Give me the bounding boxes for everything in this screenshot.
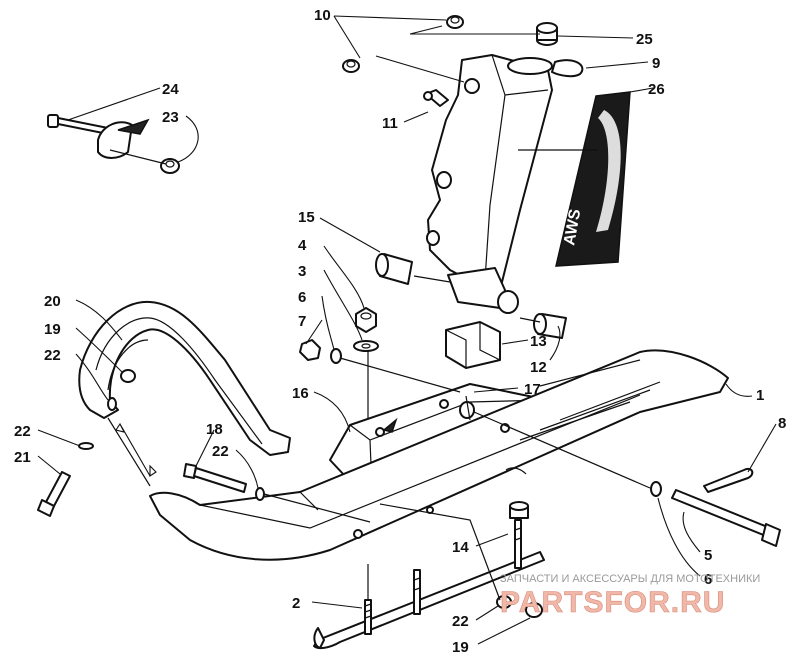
callout-5: 5 [704, 547, 712, 564]
cap-25 [536, 22, 558, 46]
watermark-tagline: ЗАПЧАСТИ И АКСЕССУАРЫ ДЛЯ МОТОТЕХНИКИ [500, 573, 760, 585]
nut-4 [355, 307, 377, 333]
callout-23: 23 [162, 109, 179, 126]
bolt-5 [671, 489, 781, 547]
bushing-12 [533, 313, 567, 339]
callout-7: 7 [298, 313, 306, 330]
callout-2: 2 [292, 595, 300, 612]
callout-22-upper: 22 [44, 347, 61, 364]
nut-14 [509, 501, 529, 519]
callout-13: 13 [530, 333, 547, 350]
callout-10: 10 [314, 7, 331, 24]
grease-fitting-11 [423, 89, 449, 107]
spindle-tube [426, 54, 584, 314]
nut-19-handle [120, 369, 136, 383]
washer-6 [330, 348, 342, 364]
washer-3 [353, 340, 379, 352]
callout-21: 21 [14, 449, 31, 466]
callout-6-upper: 6 [298, 289, 306, 306]
watermark: ЗАПЧАСТИ И АКСЕССУАРЫ ДЛЯ МОТОТЕХНИКИ PA… [500, 573, 761, 619]
callout-8: 8 [778, 415, 786, 432]
bushing-15 [375, 253, 413, 285]
callout-26: 26 [648, 81, 665, 98]
callout-18: 18 [206, 421, 223, 438]
callout-19-upper: 19 [44, 321, 61, 338]
callout-1: 1 [756, 387, 764, 404]
callout-20: 20 [44, 293, 61, 310]
bolt-18 [183, 463, 247, 493]
washer-22-handle [107, 397, 117, 411]
nut-10-lower [342, 59, 360, 73]
callout-labels: 10 25 9 26 11 24 23 15 4 3 6 7 20 19 22 … [14, 7, 786, 656]
washer-22-bolt21 [78, 442, 94, 450]
leader-lines [37, 15, 777, 645]
bracket-24 [97, 118, 150, 159]
callout-19-lower: 19 [452, 639, 469, 656]
cotter-pin-8 [703, 468, 754, 493]
callout-12: 12 [530, 359, 547, 376]
ski-handle-20 [78, 300, 291, 456]
decal-text: AWS [561, 208, 584, 247]
wear-bar-2 [313, 519, 545, 650]
nut-19-bottom [525, 602, 543, 618]
callout-6-lower: 6 [704, 571, 712, 588]
callout-24: 24 [162, 81, 179, 98]
callout-22-left: 22 [14, 423, 31, 440]
nut-7 [299, 339, 321, 361]
watermark-brand: PARTSFOR.RU [500, 586, 725, 619]
callout-3: 3 [298, 263, 306, 280]
callout-25: 25 [636, 31, 653, 48]
callout-22-mid: 22 [212, 443, 229, 460]
washer-6-bolt5 [650, 481, 662, 497]
washer-22-bolt18 [255, 487, 265, 501]
callout-11: 11 [382, 115, 398, 132]
aws-decal: AWS [555, 91, 631, 267]
callout-9: 9 [652, 55, 660, 72]
block-13 [445, 321, 501, 369]
callout-4: 4 [298, 237, 307, 254]
bolt-21 [37, 471, 71, 517]
callout-17: 17 [524, 381, 541, 398]
nut-23 [160, 158, 180, 174]
ski-1 [149, 349, 729, 561]
callout-14: 14 [452, 539, 469, 556]
callout-16: 16 [292, 385, 309, 402]
callout-15: 15 [298, 209, 315, 226]
callout-22-lower: 22 [452, 613, 469, 630]
washer-22-bottom [496, 595, 512, 609]
bolt-24 [47, 114, 109, 135]
nut-10-upper [446, 15, 464, 29]
